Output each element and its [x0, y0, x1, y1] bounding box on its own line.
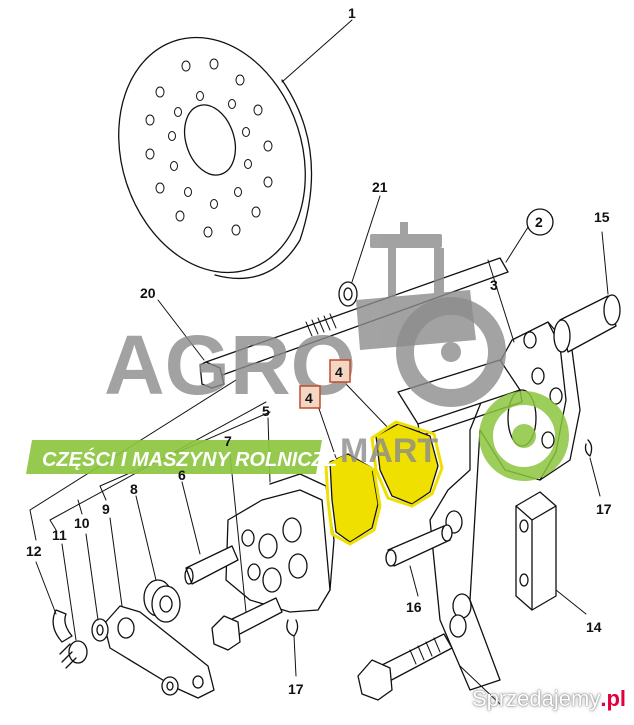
lever-arm-9 — [103, 605, 215, 699]
callout-2: 2 — [535, 214, 543, 230]
callout-labels: 1 2 3 4 4 5 6 7 8 9 10 11 12 14 15 16 17… — [26, 5, 612, 697]
agromart-watermark: AGRO MART CZĘŚCI I MASZYNY ROLNICZE — [26, 222, 569, 481]
spline-shaft-11 — [59, 640, 88, 669]
lower-bolt — [357, 614, 467, 701]
callout-16: 16 — [406, 599, 422, 615]
callout-12: 12 — [26, 543, 42, 559]
sleeve-pin-15 — [553, 294, 621, 353]
guide-pin-16 — [385, 524, 453, 567]
brake-pad-right — [370, 420, 444, 508]
callout-6: 6 — [178, 467, 186, 483]
callout-11: 11 — [52, 527, 67, 543]
callout-4-box-a — [329, 359, 351, 383]
callout-20: 20 — [140, 285, 156, 301]
long-bolt — [199, 257, 509, 389]
circlip-17-right — [584, 439, 593, 457]
callout-21: 21 — [372, 179, 388, 195]
callout-8: 8 — [130, 481, 138, 497]
callout-17-left: 17 — [288, 681, 304, 697]
sprzedajemy-watermark: Sprzedajemy.pl — [472, 686, 626, 712]
washer-21 — [338, 281, 358, 307]
callout-17-right: 17 — [596, 501, 612, 517]
bolt-7 — [211, 597, 283, 651]
callout-2-circle — [526, 208, 554, 236]
circlip-12 — [52, 609, 73, 643]
circlip-17-left — [286, 619, 299, 637]
callout-4-box-b — [299, 385, 321, 409]
adjuster-nut-8 — [143, 579, 181, 623]
spacer-block-14 — [515, 491, 557, 611]
watermark-green-wheel — [479, 391, 569, 481]
callout-1: 1 — [348, 5, 356, 21]
callout-9: 9 — [102, 501, 110, 517]
watermark-banner-text: CZĘŚCI I MASZYNY ROLNICZE — [42, 447, 338, 471]
callout-4b: 4 — [305, 390, 313, 406]
callout-10: 10 — [74, 515, 90, 531]
brake-pad-left — [324, 453, 382, 546]
watermark-wheel — [396, 297, 506, 407]
nut-bottom — [161, 676, 179, 696]
brake-disc — [118, 36, 313, 279]
watermark-mart: MART — [340, 432, 438, 470]
callout-3: 3 — [490, 277, 498, 293]
stud-bolt-6 — [184, 545, 239, 585]
callout-7: 7 — [224, 433, 232, 449]
callout-14: 14 — [586, 619, 602, 635]
corner-name: Sprzedajemy — [471, 686, 601, 711]
callout-15: 15 — [594, 209, 610, 225]
washer-10 — [91, 618, 109, 642]
watermark-banner — [26, 440, 322, 474]
corner-suffix: .pl — [600, 686, 626, 711]
callout-4a: 4 — [335, 364, 343, 380]
caliper-housing — [225, 473, 335, 613]
callout-5: 5 — [262, 403, 270, 419]
